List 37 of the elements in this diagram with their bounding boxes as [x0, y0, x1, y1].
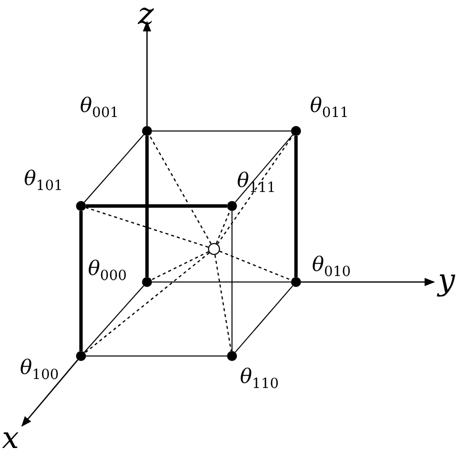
vertex-dot: [291, 126, 301, 136]
cube-edge: [86, 204, 227, 208]
vertex-dot: [291, 277, 301, 287]
cube-edge: [234, 285, 294, 353]
vertex-label: θ$_{100}$: [20, 357, 59, 382]
axis-label: x: [2, 424, 19, 454]
cube-edge: [84, 134, 144, 203]
dashed-line: [216, 210, 231, 244]
dashed-line: [214, 254, 232, 352]
dashed-line: [219, 250, 292, 281]
vertex-dot: [76, 201, 86, 211]
cube-edge: [152, 130, 292, 132]
axis-label: y: [438, 266, 455, 296]
vertex-dot: [142, 126, 152, 136]
axis-label: z: [138, 0, 154, 30]
vertex-label: θ$_{110}$: [240, 366, 279, 391]
vertex-label: θ$_{111}$: [237, 170, 276, 195]
vertex-label: θ$_{001}$: [80, 95, 119, 120]
dashed-line: [216, 134, 294, 244]
vertex-dot: [227, 351, 237, 361]
vertex-label: θ$_{101}$: [24, 168, 63, 193]
dashed-line: [151, 251, 209, 280]
cube-edge: [84, 285, 144, 353]
dashed-line: [148, 135, 212, 244]
vertex-label: θ$_{011}$: [310, 95, 349, 120]
vertex-label: θ$_{000}$: [88, 258, 127, 283]
cube-edge: [234, 134, 294, 203]
cube-edge: [79, 211, 83, 351]
dashed-line: [86, 206, 208, 248]
vertex-dot: [142, 277, 152, 287]
vertex-label: θ$_{010}$: [312, 254, 351, 279]
dashed-line: [84, 252, 210, 354]
center-point: [208, 243, 220, 255]
cube-edge: [145, 136, 149, 277]
vertex-dot: [76, 351, 86, 361]
vertex-dot: [227, 201, 237, 211]
cube-edge: [294, 136, 298, 277]
